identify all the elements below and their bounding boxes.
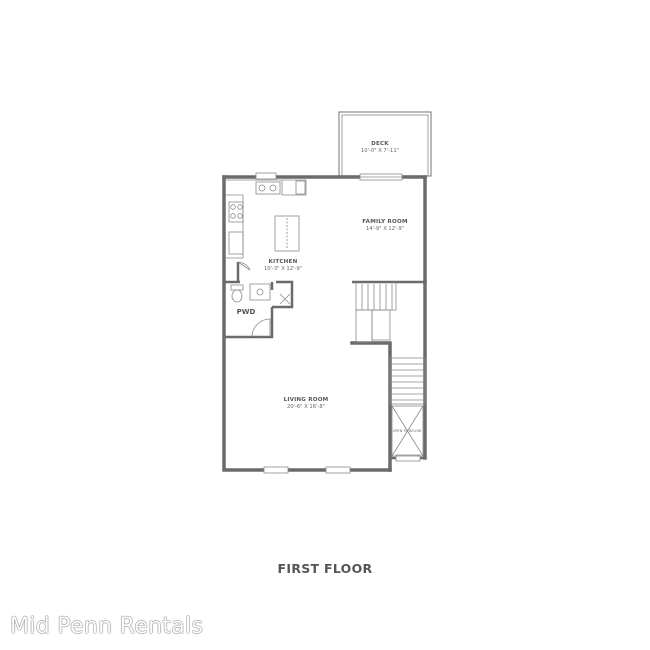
watermark: Mid Penn Rentals — [10, 614, 204, 639]
kitchen-label: KITCHEN — [269, 259, 298, 265]
deck-label: DECK — [371, 141, 389, 147]
living-room-label: LIVING ROOM — [284, 397, 329, 403]
deck-dims: 10'-0" X 7'-11" — [361, 148, 399, 154]
family-room-label: FAMILY ROOM — [362, 219, 408, 225]
open-to-below-label: OPEN TO BELOW — [393, 429, 422, 433]
fixtures — [226, 172, 426, 474]
pwd-label: PWD — [237, 308, 256, 316]
room-labels: DECK 10'-0" X 7'-11" FAMILY ROOM 14'-9" … — [237, 141, 422, 433]
interior-walls — [224, 262, 425, 339]
living-room-dims: 20'-6" X 16'-8" — [287, 404, 325, 410]
kitchen-dims: 10'-3" X 12'-9" — [264, 266, 302, 272]
family-room-dims: 14'-9" X 12'-9" — [366, 226, 404, 232]
floor-title: FIRST FLOOR — [277, 561, 373, 576]
